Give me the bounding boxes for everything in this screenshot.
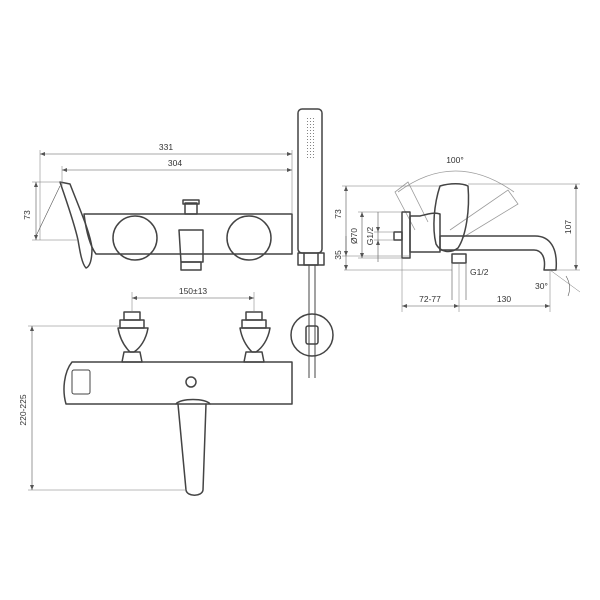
side-lever (433, 183, 470, 253)
front-view (59, 181, 325, 271)
front-body (83, 213, 293, 255)
dim-35-label: 35 (333, 250, 343, 260)
spray-face (305, 116, 316, 160)
hand-shower-body (297, 108, 323, 254)
right-valve-cap (245, 311, 263, 321)
dim-g12-vertical-label: G1/2 (365, 227, 375, 246)
dim-220-label: 220-225 (18, 394, 28, 425)
bottom-lever-end (71, 369, 91, 395)
side-view (393, 170, 558, 271)
dim-73-left-label: 73 (22, 210, 32, 220)
angle-arc (397, 170, 515, 193)
right-valve-nut (241, 319, 267, 329)
ghost-lever-right (449, 189, 519, 239)
outlet-nut (451, 253, 467, 264)
dim-304-label: 304 (168, 158, 182, 168)
dim-107-label: 107 (563, 220, 573, 234)
front-lever (59, 181, 93, 269)
wall-holder-clip (305, 325, 319, 345)
left-valve-base (121, 351, 143, 363)
ghost-lever-left (394, 181, 429, 231)
bottom-view (63, 311, 293, 496)
dim-130-label: 130 (497, 294, 511, 304)
dim-side-73-label: 73 (333, 209, 343, 219)
shower-hose (308, 265, 316, 378)
dim-72-label: 72-77 (419, 294, 441, 304)
dim-g12-outlet-label: G1/2 (470, 267, 489, 277)
hose-connector-front (297, 252, 325, 266)
dim-73-diagonal (35, 185, 61, 237)
bottom-spout-top (175, 398, 211, 405)
side-spout (439, 235, 558, 271)
side-body (409, 212, 441, 253)
left-valve-nut (119, 319, 145, 329)
right-valve-body (239, 327, 271, 353)
dim-150-label: 150±13 (179, 286, 208, 296)
right-handle-rosette (226, 215, 272, 261)
hand-shower (290, 108, 334, 378)
left-handle-rosette (112, 215, 158, 261)
left-valve-body (117, 327, 149, 353)
dimensions: 331 304 73 150±13 220-225 100° (18, 142, 581, 491)
diverter-knob-cap (182, 199, 200, 205)
diverter-hole (185, 376, 197, 388)
dim-70-label: Ø70 (349, 228, 359, 244)
right-valve-base (243, 351, 265, 363)
hand-shower-connector (303, 252, 319, 266)
front-spout-aerator (180, 261, 202, 271)
left-valve-cap (123, 311, 141, 321)
bottom-body (63, 361, 293, 405)
dim-30-label: 30° (535, 281, 548, 291)
wall-holder-rosette (290, 313, 334, 357)
dim-331-label: 331 (159, 142, 173, 152)
bottom-spout (177, 403, 207, 496)
front-spout (178, 229, 204, 263)
inlet-nut (393, 231, 403, 241)
dim-100-label: 100° (446, 155, 464, 165)
diverter-knob (184, 202, 198, 215)
